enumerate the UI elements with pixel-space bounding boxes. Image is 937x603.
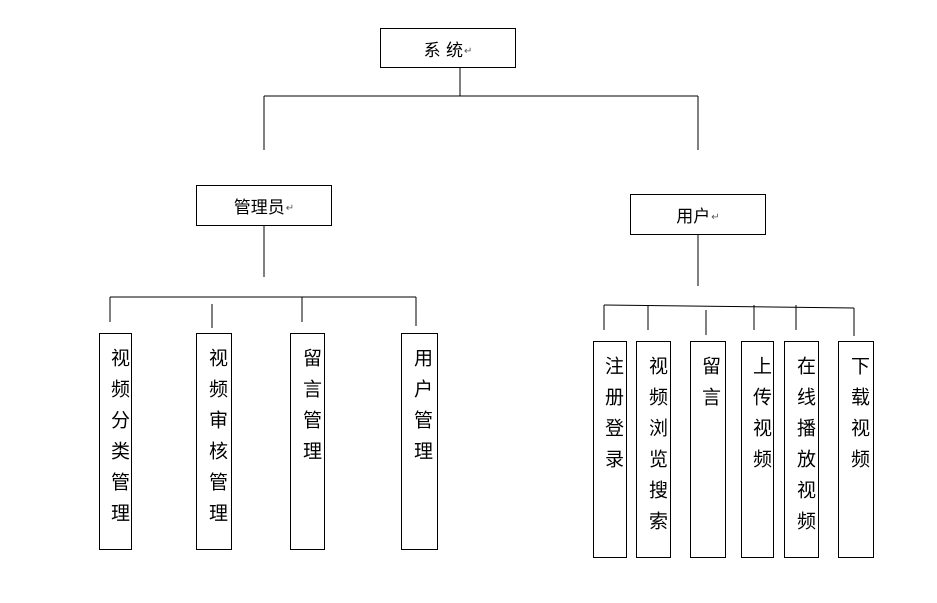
leaf-upload-video: 上传视频 [741, 341, 774, 558]
leaf-video-review-management: 视频审核管理 [196, 333, 232, 550]
leaf-label: 留言 [699, 356, 721, 418]
leaf-label: 用户管理 [411, 348, 433, 472]
leaf-message: 留言 [690, 341, 726, 558]
user-node: 用户↵ [630, 194, 766, 235]
return-mark-icon: ↵ [711, 212, 720, 223]
return-mark-icon: ↵ [285, 203, 295, 214]
leaf-online-play-video: 在线播放视频 [784, 341, 819, 558]
leaf-message-management: 留言管理 [290, 333, 325, 550]
leaf-download-video: 下载视频 [838, 341, 874, 558]
leaf-label: 注册登录 [602, 356, 624, 480]
leaf-label: 下载视频 [848, 356, 870, 480]
root-node: 系 统↵ [380, 28, 516, 68]
leaf-label: 在线播放视频 [794, 356, 816, 542]
root-node-label: 系 统 [423, 40, 463, 61]
admin-node-label: 管理员 [233, 198, 285, 218]
leaf-label: 视频分类管理 [108, 348, 130, 534]
leaf-register-login: 注册登录 [593, 341, 627, 558]
leaf-label: 视频浏览搜索 [646, 356, 668, 542]
leaf-label: 留言管理 [300, 348, 322, 472]
user-node-label: 用户 [676, 207, 711, 227]
leaf-label: 上传视频 [750, 356, 772, 480]
leaf-video-category-management: 视频分类管理 [99, 333, 132, 550]
leaf-video-browse-search: 视频浏览搜索 [636, 341, 671, 558]
leaf-label: 视频审核管理 [206, 348, 228, 534]
return-mark-icon: ↵ [464, 45, 473, 57]
leaf-user-management: 用户管理 [401, 333, 438, 550]
admin-node: 管理员↵ [196, 185, 332, 226]
